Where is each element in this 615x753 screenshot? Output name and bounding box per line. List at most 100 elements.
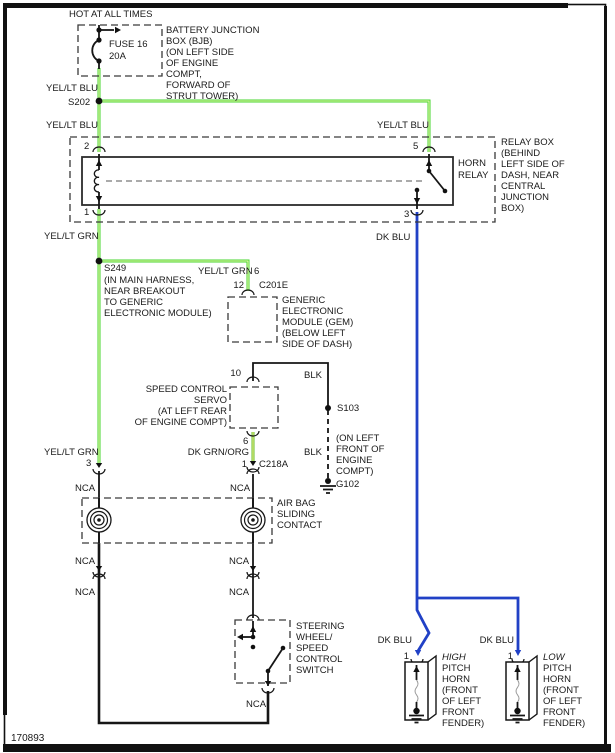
- servo-note-line: SPEED CONTROL: [146, 384, 227, 395]
- horn-low-note-line: LOW: [543, 652, 566, 663]
- nca-inline-connector-right-upper: [246, 571, 260, 578]
- wire-label-yel-lt-grn: YEL/LT GRN: [44, 231, 99, 242]
- airbag-note-line: CONTACT: [277, 520, 322, 531]
- relay-switch-arm: [428, 170, 446, 192]
- s249-note-line: (IN MAIN HARNESS,: [104, 275, 194, 286]
- g102-dot: [325, 478, 331, 484]
- switch-contact-dot: [250, 644, 256, 650]
- wire-yel-lt-grn-s249-branch: [99, 259, 250, 291]
- horn-low-note-line: (FRONT: [543, 685, 579, 696]
- relay-box-note-line: CENTRAL: [501, 181, 545, 192]
- relay-coil-loops: [93, 169, 100, 193]
- switch-arrow-up: [249, 626, 257, 632]
- steering-switch-contacts: [237, 621, 286, 686]
- wire-label-blk: BLK: [304, 447, 323, 458]
- c218a-connector-lower: [246, 468, 260, 475]
- nca-inline-connector-left-upper: [92, 571, 106, 578]
- airbag-pin3-connector: [92, 468, 106, 475]
- airbag-pin3-label: 3: [86, 458, 91, 469]
- g102-note: (ON LEFT FRONT OF ENGINE COMPT): [336, 433, 385, 477]
- wire-label-dk-blu: DK BLU: [378, 635, 412, 646]
- ground-g102: [320, 478, 336, 494]
- relay-switch: [413, 154, 448, 209]
- switch-bottom-connector: [261, 687, 275, 694]
- steering-switch-box: [234, 619, 291, 684]
- gem-note-line: SIDE OF DASH): [282, 339, 352, 350]
- wire-label-nca: NCA: [229, 556, 250, 567]
- fuse-bottom-dot: [96, 58, 102, 64]
- horn-high-note-line: HIGH: [442, 652, 466, 663]
- splice-s202-label: S202: [68, 97, 90, 108]
- bjb-note-line: OF ENGINE: [166, 58, 218, 69]
- splice-s249-dot: [95, 257, 103, 265]
- horn-high-note-line: FENDER): [442, 718, 484, 729]
- switch-note-line: SWITCH: [296, 665, 334, 676]
- page-border-left-thick: [3, 3, 7, 715]
- s249-note: (IN MAIN HARNESS, NEAR BREAKOUT TO GENER…: [104, 275, 212, 319]
- gem-connector-label: C201E: [259, 280, 288, 291]
- page-border-top-thick: [3, 3, 568, 8]
- horn-high-note-line: (FRONT: [442, 685, 478, 696]
- servo-note: SPEED CONTROL SERVO (AT LEFT REAR OF ENG…: [135, 384, 228, 428]
- relay-switch-arm-dot: [442, 188, 448, 194]
- gem-note-line: GENERIC: [282, 295, 325, 306]
- servo-note-line: (AT LEFT REAR: [158, 406, 227, 417]
- horn-high-note-line: HORN: [442, 674, 470, 685]
- wire-label-blk: BLK: [304, 370, 323, 381]
- s249-note-line: ELECTRONIC MODULE): [104, 308, 212, 319]
- servo-pin6-label: 6: [243, 436, 248, 447]
- switch-top-connector: [246, 614, 260, 621]
- c218a-connector-upper: [246, 466, 260, 473]
- servo-pin10-connector: [246, 376, 260, 383]
- wire-label-dk-blu: DK BLU: [376, 232, 410, 243]
- fuse-element: [91, 39, 100, 62]
- s249-note-line: NEAR BREAKOUT: [104, 286, 185, 297]
- airbag-note: AIR BAG SLIDING CONTACT: [277, 498, 322, 531]
- relay-pin5-label: 5: [413, 141, 418, 152]
- wire-label-dk-grn-org: DK GRN/ORG: [188, 447, 249, 458]
- bjb-note-line: BOX (BJB): [166, 36, 212, 47]
- gem-box: [227, 296, 278, 343]
- relay-box-note-line: (BEHIND: [501, 148, 540, 159]
- wire-label-nca: NCA: [246, 699, 267, 710]
- horn-low-pin-label: 1: [508, 651, 513, 662]
- servo-note-line: OF ENGINE COMPT): [135, 417, 227, 428]
- horn-low-symbol: [505, 654, 538, 724]
- gem-pin6-label: 6: [254, 266, 259, 277]
- horn-relay-name-line: RELAY: [458, 170, 489, 181]
- g102-note-line: (ON LEFT: [336, 433, 379, 444]
- horn-high-symbol: [404, 654, 437, 724]
- airbag-pin3-arrow: [95, 463, 103, 468]
- relay-coil-arrow-down: [95, 196, 103, 202]
- sheet-number: 170893: [11, 733, 45, 744]
- steering-switch-note: STEERING WHEEL/ SPEED CONTROL SWITCH: [296, 621, 345, 676]
- gem-note-line: MODULE (GEM): [282, 317, 353, 328]
- switch-arrow-left: [237, 633, 243, 641]
- bjb-note-line: FORWARD OF: [166, 80, 231, 91]
- horn-low-note-line: OF LEFT: [543, 696, 582, 707]
- wire-nca-bottom-loop: [97, 543, 270, 725]
- servo-pin1-label: 1: [242, 459, 247, 470]
- arrow-dk-blu-low-horn: [514, 650, 522, 656]
- g102-note-line: FRONT OF: [336, 444, 385, 455]
- horn-high-note-line: PITCH: [442, 663, 471, 674]
- fuse-rating-label: 20A: [109, 51, 127, 62]
- wire-label-dk-blu: DK BLU: [480, 635, 514, 646]
- horn-relay-name-line: HORN: [458, 158, 486, 169]
- nca-inline-connector-right-lower: [246, 573, 260, 580]
- gem-pin12-label: 12: [233, 280, 244, 291]
- relay-box-note-line: BOX): [501, 203, 524, 214]
- relay-pin5-connector: [422, 146, 436, 153]
- bjb-note-line: BATTERY JUNCTION: [166, 25, 260, 36]
- horn-high-note-line: FRONT: [442, 707, 475, 718]
- wire-label-yel-lt-grn: YEL/LT GRN: [198, 266, 253, 277]
- relay-coil-arrow-up: [95, 160, 103, 166]
- horn-low-note-line: FRONT: [543, 707, 576, 718]
- wire-label-nca: NCA: [75, 587, 96, 598]
- switch-note-line: SPEED: [296, 643, 328, 654]
- horn-high-note: HIGH PITCH HORN (FRONT OF LEFT FRONT FEN…: [442, 652, 484, 729]
- splice-s103-dot: [325, 405, 331, 411]
- servo-note-line: SERVO: [194, 395, 227, 406]
- clockspring-left: [86, 498, 112, 543]
